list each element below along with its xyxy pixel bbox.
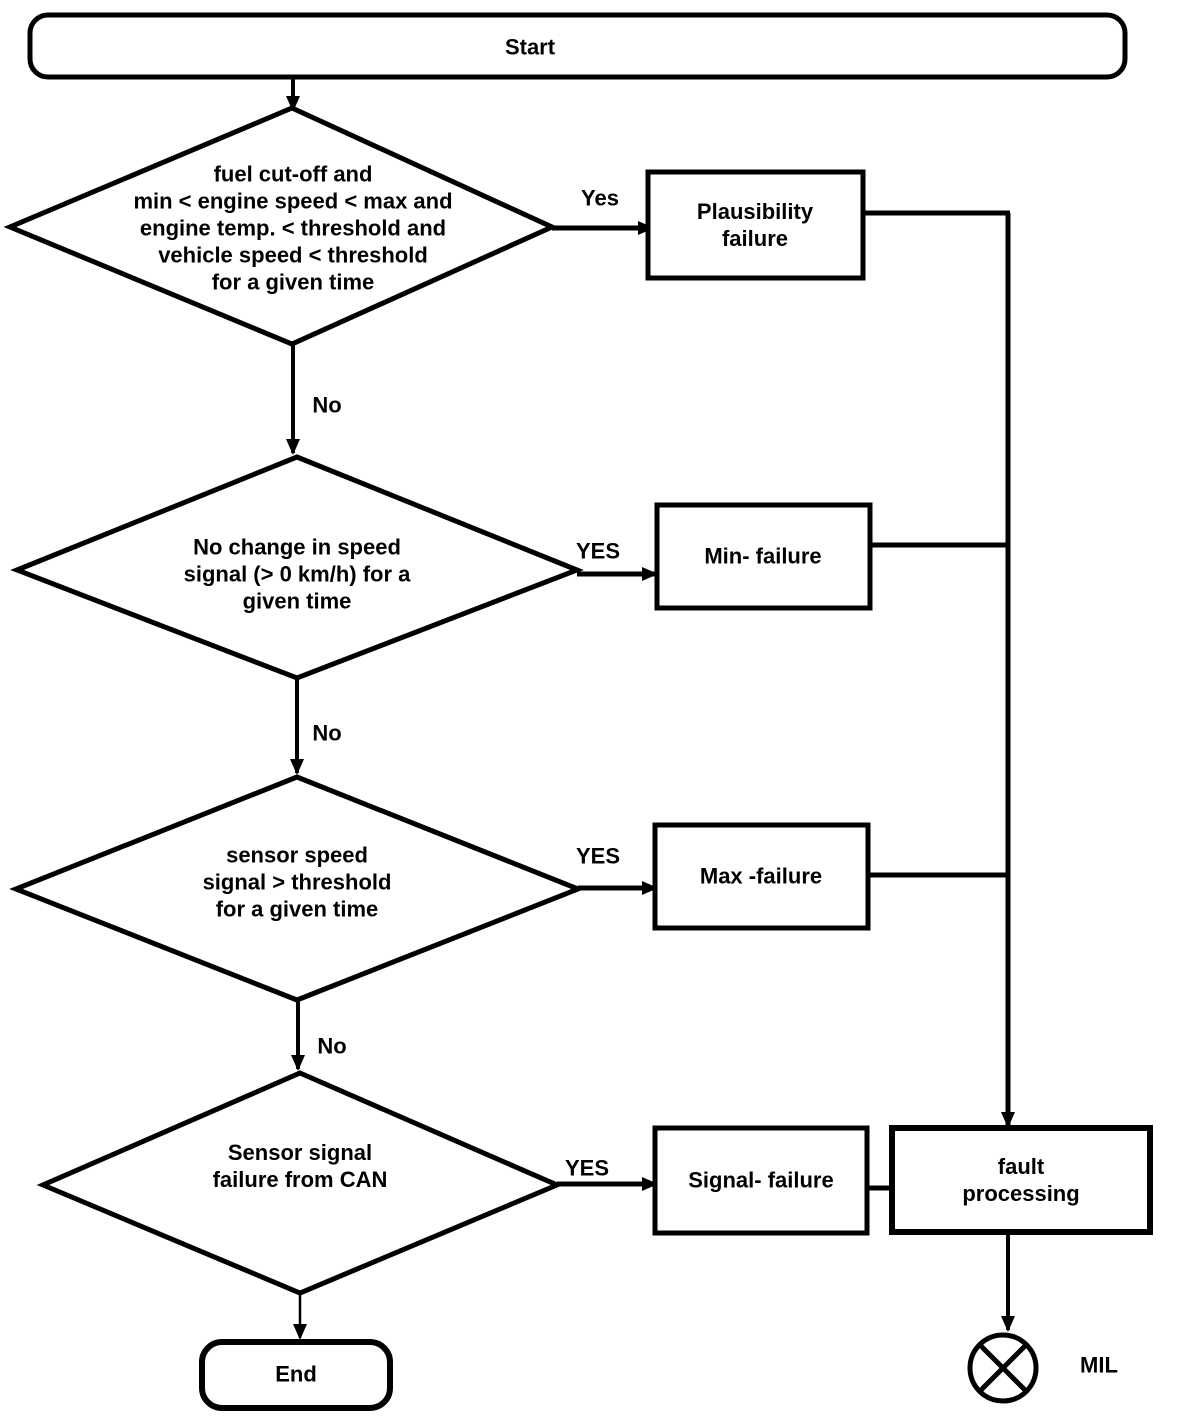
decision1-no-label: No <box>312 392 342 418</box>
mil-indicator-icon <box>967 1332 1039 1404</box>
signal-failure-label: Signal- failure <box>688 1167 834 1193</box>
decision3-no-label: No <box>317 1033 347 1059</box>
decision3-text: sensor speed signal > threshold for a gi… <box>202 842 392 922</box>
decision2-yes-label: YES <box>575 538 621 564</box>
end-node <box>199 1339 393 1411</box>
end-label: End <box>275 1361 317 1387</box>
start-label: Start <box>504 34 556 60</box>
decision4-text: Sensor signal failure from CAN <box>212 1140 388 1192</box>
decision2-text: No change in speed signal (> 0 km/h) for… <box>183 534 411 614</box>
min-failure-label: Min- failure <box>704 543 822 569</box>
plausibility-failure-box <box>645 169 866 281</box>
mil-label: MIL <box>1080 1352 1118 1378</box>
start-node <box>27 12 1128 80</box>
decision1-yes-label: Yes <box>581 185 619 211</box>
max-failure-label: Max -failure <box>699 863 823 889</box>
min-failure-box <box>654 502 873 611</box>
decision4-yes-label: YES <box>564 1155 610 1181</box>
plausibility-failure-label: Plausibility failure <box>696 199 814 251</box>
decision2-no-label: No <box>312 720 342 746</box>
fault-processing-label: fault processing <box>962 1154 1080 1206</box>
signal-failure-box <box>652 1125 870 1236</box>
fault-processing-box <box>889 1125 1153 1235</box>
decision1-text: fuel cut-off and min < engine speed < ma… <box>133 161 453 295</box>
decision3-yes-label: YES <box>575 843 621 869</box>
